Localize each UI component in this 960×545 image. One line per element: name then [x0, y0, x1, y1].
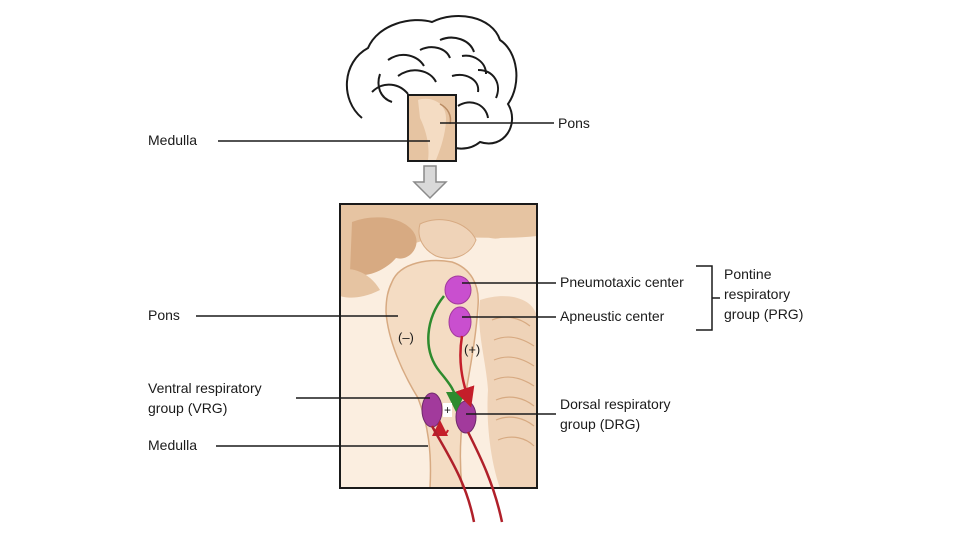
vrg-descending-tract [430, 425, 476, 523]
vrg-label-line2: group (VRG) [148, 400, 228, 416]
prg-bracket [696, 265, 720, 331]
excite-sign-label: (+) [464, 342, 481, 357]
apneustic-center-shape [448, 306, 472, 338]
drg-label: Dorsal respiratory group (DRG) [560, 394, 670, 434]
medulla-label: Medulla [148, 437, 198, 453]
vrg-label-line1: Ventral respiratory [148, 380, 262, 396]
prg-label: Pontine respiratory group (PRG) [724, 264, 803, 324]
zoom-arrow-icon [412, 165, 448, 200]
drg-shape [455, 400, 477, 434]
brain-sagittal-outline [346, 15, 518, 150]
drg-label-line2: group (DRG) [560, 416, 641, 432]
top-medulla-label: Medulla [148, 132, 198, 148]
brainstem-panel [339, 203, 538, 489]
vrg-drg-link-arrow [432, 420, 449, 437]
prg-label-line1: Pontine [724, 266, 772, 282]
drg-descending-tract [466, 431, 504, 523]
inhibit-arrow [427, 295, 466, 412]
apneustic-label: Apneustic center [560, 308, 665, 324]
vrg-label: Ventral respiratory group (VRG) [148, 378, 262, 418]
pneumotaxic-label: Pneumotaxic center [560, 274, 684, 290]
excite-arrow [455, 335, 475, 408]
inhibit-sign-label: (–) [398, 330, 414, 345]
drg-label-line1: Dorsal respiratory [560, 396, 671, 412]
prg-label-line2: respiratory [724, 286, 791, 302]
prg-label-line3: group (PRG) [724, 306, 804, 322]
vrg-drg-excite-sign: + [443, 403, 453, 417]
pneumotaxic-center-shape [444, 275, 472, 305]
top-pons-label: Pons [558, 115, 590, 131]
pons-label: Pons [148, 307, 180, 323]
brainstem-inset-thumbnail [407, 94, 457, 162]
